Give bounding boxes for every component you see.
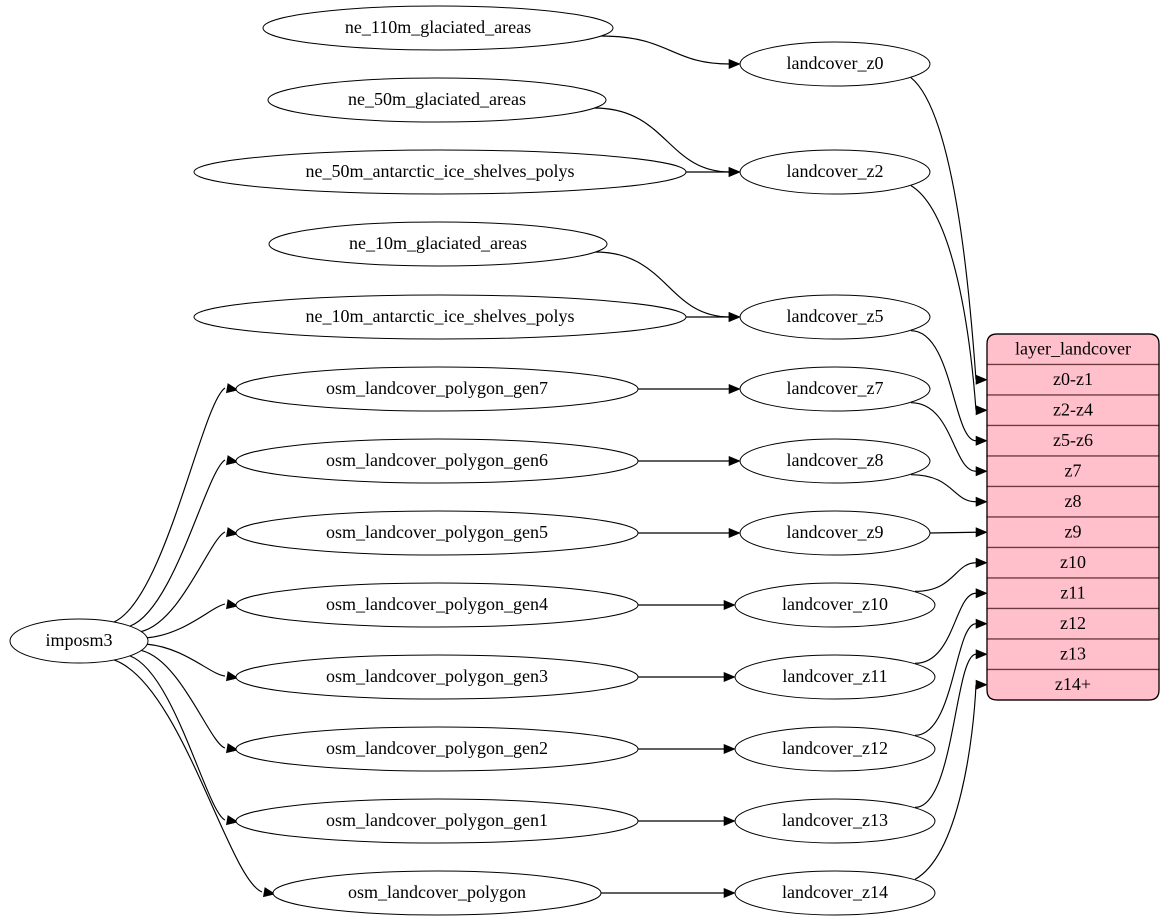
node-landcover_z5[interactable]: landcover_z5 <box>739 294 931 340</box>
node-osm_landcover_polygon_gen3[interactable]: osm_landcover_polygon_gen3 <box>235 654 639 700</box>
edge-osm_landcover_polygon_gen7-to-landcover_z7 <box>638 383 741 395</box>
table-row-cell-z14+[interactable] <box>986 668 1160 701</box>
node-ne_50m_antarctic_ice_shelves_polys[interactable]: ne_50m_antarctic_ice_shelves_polys <box>193 149 687 195</box>
node-landcover_z8[interactable]: landcover_z8 <box>739 438 931 484</box>
edge-landcover_z13-to-table-row-9 <box>914 649 988 808</box>
node-osm_landcover_polygon_gen2[interactable]: osm_landcover_polygon_gen2 <box>235 726 639 772</box>
edge-landcover_z12-to-table-row-8 <box>914 618 988 736</box>
node-shape-landcover_z8[interactable] <box>739 438 931 484</box>
edge-imposm3-to-osm_landcover_polygon_gen2 <box>141 649 239 754</box>
table-node-layer-landcover[interactable]: layer_landcoverz0-z1z2-z4z5-z6z7z8z9z10z… <box>986 333 1160 701</box>
node-shape-landcover_z11[interactable] <box>734 654 936 700</box>
node-shape-landcover_z0[interactable] <box>739 41 931 87</box>
node-landcover_z2[interactable]: landcover_z2 <box>739 149 931 195</box>
table-row-cell-z0-z1[interactable] <box>986 363 1160 396</box>
edge-landcover_z11-to-table-row-7 <box>914 588 988 664</box>
node-shape-osm_landcover_polygon_gen3[interactable] <box>235 654 639 700</box>
table-row-cell-z2-z4[interactable] <box>986 394 1160 427</box>
edge-landcover_z2-to-table-row-1 <box>910 185 988 416</box>
node-landcover_z11[interactable]: landcover_z11 <box>734 654 936 700</box>
node-landcover_z9[interactable]: landcover_z9 <box>739 510 931 556</box>
table-outline <box>986 333 1160 701</box>
node-shape-ne_50m_glaciated_areas[interactable] <box>267 77 607 123</box>
edge-osm_landcover_polygon_gen1-to-landcover_z13 <box>638 815 736 827</box>
node-shape-osm_landcover_polygon_gen5[interactable] <box>235 510 639 556</box>
node-shape-imposm3[interactable] <box>9 618 149 664</box>
edge-landcover_z5-to-table-row-2 <box>910 330 988 446</box>
table-row-cell-z10[interactable] <box>986 546 1160 579</box>
table-row-cell-z8[interactable] <box>986 485 1160 518</box>
edge-osm_landcover_polygon_gen6-to-landcover_z8 <box>638 455 741 467</box>
edge-landcover_z0-to-table-row-0 <box>910 77 988 385</box>
node-landcover_z12[interactable]: landcover_z12 <box>734 726 936 772</box>
node-landcover_z13[interactable]: landcover_z13 <box>734 798 936 844</box>
node-osm_landcover_polygon_gen1[interactable]: osm_landcover_polygon_gen1 <box>235 798 639 844</box>
edge-landcover_z14-to-table-row-10 <box>914 679 988 880</box>
edge-imposm3-to-osm_landcover_polygon_gen7 <box>113 383 239 623</box>
edge-landcover_z7-to-table-row-3 <box>910 402 988 477</box>
edge-ne_110m_glaciated_areas-to-landcover_z0 <box>600 35 741 70</box>
node-osm_landcover_polygon_gen4[interactable]: osm_landcover_polygon_gen4 <box>235 582 639 628</box>
node-ne_10m_antarctic_ice_shelves_polys[interactable]: ne_10m_antarctic_ice_shelves_polys <box>193 294 687 340</box>
edge-imposm3-to-osm_landcover_polygon_gen3 <box>147 643 239 682</box>
node-shape-ne_10m_glaciated_areas[interactable] <box>268 221 608 267</box>
edge-imposm3-to-osm_landcover_polygon_gen5 <box>141 527 239 633</box>
node-shape-ne_10m_antarctic_ice_shelves_polys[interactable] <box>193 294 687 340</box>
node-shape-landcover_z2[interactable] <box>739 149 931 195</box>
table-header-cell <box>986 333 1160 366</box>
edge-imposm3-to-osm_landcover_polygon_gen1 <box>129 655 239 826</box>
node-shape-landcover_z14[interactable] <box>734 870 936 916</box>
node-osm_landcover_polygon[interactable]: osm_landcover_polygon <box>272 870 602 916</box>
edge-landcover_z8-to-table-row-4 <box>910 474 988 507</box>
edge-ne_50m_antarctic_ice_shelves_polys-to-landcover_z2 <box>686 166 741 178</box>
nodes-layer: imposm3 ne_110m_glaciated_areas ne_50m_gla… <box>9 5 936 916</box>
edge-ne_10m_antarctic_ice_shelves_polys-to-landcover_z5 <box>686 311 741 323</box>
node-shape-osm_landcover_polygon_gen7[interactable] <box>235 366 639 412</box>
edge-landcover_z10-to-table-row-6 <box>914 557 988 592</box>
table-row-cell-z12[interactable] <box>986 607 1160 640</box>
node-shape-osm_landcover_polygon_gen2[interactable] <box>235 726 639 772</box>
node-osm_landcover_polygon_gen7[interactable]: osm_landcover_polygon_gen7 <box>235 366 639 412</box>
table-row-cell-z5-z6[interactable] <box>986 424 1160 457</box>
node-osm_landcover_polygon_gen5[interactable]: osm_landcover_polygon_gen5 <box>235 510 639 556</box>
node-shape-ne_110m_glaciated_areas[interactable] <box>262 5 614 51</box>
edge-osm_landcover_polygon_gen4-to-landcover_z10 <box>638 599 736 611</box>
edge-imposm3-to-osm_landcover_polygon <box>113 659 276 898</box>
table-row-cell-z13[interactable] <box>986 638 1160 671</box>
node-landcover_z0[interactable]: landcover_z0 <box>739 41 931 87</box>
table-node-layer: layer_landcoverz0-z1z2-z4z5-z6z7z8z9z10z… <box>986 333 1160 701</box>
edge-osm_landcover_polygon_gen3-to-landcover_z11 <box>638 671 736 683</box>
node-landcover_z14[interactable]: landcover_z14 <box>734 870 936 916</box>
edge-osm_landcover_polygon-to-landcover_z14 <box>601 887 736 899</box>
node-osm_landcover_polygon_gen6[interactable]: osm_landcover_polygon_gen6 <box>235 438 639 484</box>
table-row-cell-z9[interactable] <box>986 516 1160 549</box>
edge-landcover_z9-to-table-row-5 <box>929 527 988 538</box>
table-row-cell-z7[interactable] <box>986 455 1160 488</box>
node-shape-landcover_z12[interactable] <box>734 726 936 772</box>
node-shape-osm_landcover_polygon_gen6[interactable] <box>235 438 639 484</box>
node-shape-ne_50m_antarctic_ice_shelves_polys[interactable] <box>193 149 687 195</box>
edge-osm_landcover_polygon_gen5-to-landcover_z9 <box>638 527 741 539</box>
node-shape-osm_landcover_polygon_gen4[interactable] <box>235 582 639 628</box>
node-imposm3[interactable]: imposm3 <box>9 618 149 664</box>
table-row-cell-z11[interactable] <box>986 577 1160 610</box>
edge-osm_landcover_polygon_gen2-to-landcover_z12 <box>638 743 736 755</box>
node-landcover_z10[interactable]: landcover_z10 <box>734 582 936 628</box>
node-shape-landcover_z7[interactable] <box>739 366 931 412</box>
edges-layer <box>113 35 988 899</box>
node-shape-landcover_z13[interactable] <box>734 798 936 844</box>
node-landcover_z7[interactable]: landcover_z7 <box>739 366 931 412</box>
node-ne_50m_glaciated_areas[interactable]: ne_50m_glaciated_areas <box>267 77 607 123</box>
node-shape-osm_landcover_polygon_gen1[interactable] <box>235 798 639 844</box>
node-shape-landcover_z5[interactable] <box>739 294 931 340</box>
edge-imposm3-to-osm_landcover_polygon_gen4 <box>147 599 239 639</box>
node-shape-osm_landcover_polygon[interactable] <box>272 870 602 916</box>
node-ne_110m_glaciated_areas[interactable]: ne_110m_glaciated_areas <box>262 5 614 51</box>
node-shape-landcover_z9[interactable] <box>739 510 931 556</box>
edge-imposm3-to-osm_landcover_polygon_gen6 <box>129 455 239 627</box>
node-ne_10m_glaciated_areas[interactable]: ne_10m_glaciated_areas <box>268 221 608 267</box>
node-shape-landcover_z10[interactable] <box>734 582 936 628</box>
